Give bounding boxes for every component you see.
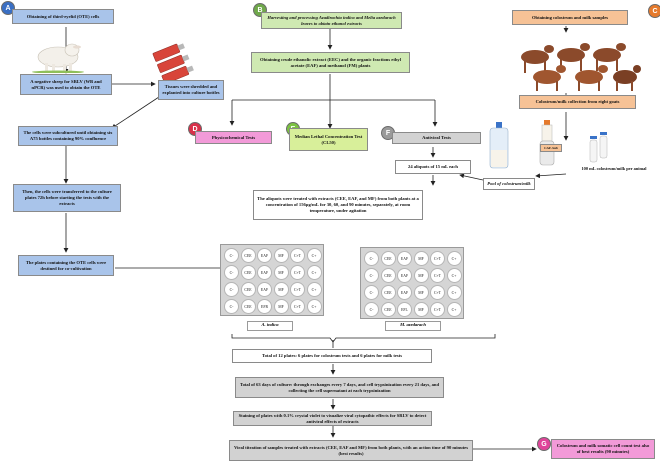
- plate-well: C-: [364, 285, 379, 300]
- colostrum-collection-box: Colostrum/milk collection from eight goa…: [519, 95, 636, 109]
- step-g-marker: G: [537, 437, 551, 451]
- plate-well: C-: [224, 265, 239, 280]
- plate-m-label: M. azedarach: [385, 321, 441, 331]
- step-a-marker: A: [1, 1, 15, 15]
- plate-well: C-: [224, 248, 239, 263]
- plate-well: EAF: [397, 268, 412, 283]
- plate-well: EAF: [257, 248, 272, 263]
- plate-well: MF: [413, 285, 429, 300]
- plate-well: C+: [306, 282, 322, 297]
- ml-per-animal-text: 100 mL colostrum/milk per animal: [581, 166, 647, 171]
- plate-well: C-: [364, 302, 379, 317]
- plate-well: CEE: [380, 268, 396, 283]
- plate-well: C+: [446, 268, 462, 283]
- subcultured-box: The cells were subcultured until obtaini…: [18, 126, 118, 146]
- treated-box: The aliquots were treated with extracts …: [253, 190, 423, 220]
- plate-well: C+T: [290, 282, 305, 297]
- step-c-marker: C: [648, 4, 660, 18]
- negative-sheep-box: A negative sheep for SRLV (WB and nPCR) …: [20, 74, 112, 95]
- plate-well: C-: [224, 299, 239, 314]
- goats-illustration: [521, 43, 641, 91]
- plate-well: C+: [446, 285, 462, 300]
- antiviral-box: Antiviral Tests: [392, 132, 481, 144]
- plate-well: EAF: [397, 251, 412, 266]
- plate-well: C+T: [430, 268, 445, 283]
- plate-well: C+T: [430, 285, 445, 300]
- plate-well: C-: [364, 251, 379, 266]
- plate-well: MF: [273, 265, 289, 280]
- staining-box: Staining of plates with 0.1% crystal vio…: [233, 411, 432, 426]
- plates-ote-box: The plates containing the OTE cells were…: [18, 255, 114, 276]
- plate-well: MF: [413, 268, 429, 283]
- plate-a-label: A. indica: [247, 321, 293, 331]
- plate-well: CEE: [380, 302, 396, 317]
- culture-bottles-illustration: [152, 43, 194, 82]
- plate-well: C+: [306, 265, 322, 280]
- plate-well: C+T: [290, 248, 305, 263]
- plate-well: C+: [306, 248, 322, 263]
- plate-well: C+T: [290, 265, 305, 280]
- plate-well: C+T: [430, 302, 445, 317]
- total-days-box: Total of 63 days of culture: through exc…: [235, 377, 444, 398]
- plate-well: EFR: [257, 299, 272, 314]
- plate-well: MF: [273, 282, 289, 297]
- median-lethal-box: Median Lethal Concentration Test (CL50): [289, 128, 368, 151]
- plate-well: C+T: [430, 251, 445, 266]
- physicochemical-box: Physicochemical Tests: [195, 131, 272, 144]
- total-plates-box: Total of 12 plates: 6 plates for colostr…: [232, 349, 432, 363]
- plate-well: CEE: [240, 282, 256, 297]
- plate-well: C+: [306, 299, 322, 314]
- plate-well: EAF: [257, 282, 272, 297]
- plate-well: MF: [413, 251, 429, 266]
- plate-well: C-: [364, 268, 379, 283]
- plate-well: CEE: [240, 248, 256, 263]
- plate-well: CEE: [380, 251, 396, 266]
- plate-well: EAF: [257, 265, 272, 280]
- titration-box: Viral titration of samples treated with …: [229, 440, 473, 461]
- transferred-box: Then, the cells were transferred to the …: [13, 184, 121, 212]
- harvesting-box: Harvesting and processing Azadirachta in…: [261, 12, 402, 29]
- ote-title-box: Obtaining of third-eyelid (OTE) cells: [12, 9, 114, 24]
- plate-well: EAF: [397, 285, 412, 300]
- plate-well: C+: [446, 302, 462, 317]
- plate-well: CEE: [380, 285, 396, 300]
- plate-well: C-: [224, 282, 239, 297]
- lamb-illustration: [32, 43, 84, 73]
- plate-well: EFL: [397, 302, 412, 317]
- plate-well: C+T: [290, 299, 305, 314]
- plate-well: MF: [273, 248, 289, 263]
- plate-well: CEE: [240, 265, 256, 280]
- somatic-box: Colostrum and milk somatic cell count te…: [551, 439, 655, 459]
- crude-extract-box: Obtaining crude ethanolic extract (EEC) …: [251, 52, 410, 73]
- tissues-box: Tissues were shredded and explanted into…: [158, 80, 224, 100]
- plate-well: C+: [446, 251, 462, 266]
- colostrum-title-box: Obtaining colostrum and milk samples: [512, 10, 628, 25]
- aliquots-box: 24 aliquots of 15 mL each: [395, 160, 471, 174]
- plate-well: CEE: [240, 299, 256, 314]
- plate-well: MF: [413, 302, 429, 317]
- plate-well: MF: [273, 299, 289, 314]
- pool-box: Pool of colostrum/milk: [483, 178, 535, 190]
- tube-label: CAF-Sub: [540, 144, 562, 152]
